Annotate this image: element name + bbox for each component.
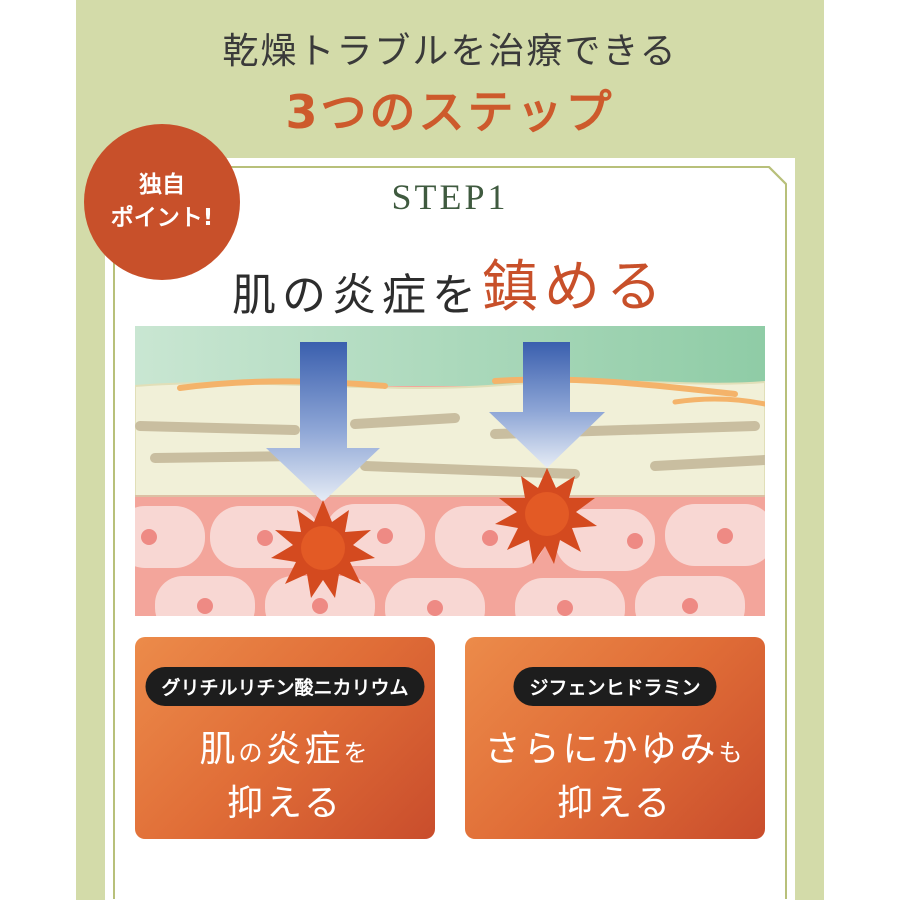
effect-particle: の <box>238 739 266 767</box>
down-arrow-icon <box>266 342 380 502</box>
ingredient-box-glycyrrhizinate: グリチルリチン酸ニカリウム 肌の炎症を 抑える <box>135 637 435 839</box>
effect-line2: 抑える <box>557 783 673 824</box>
effect-word: 肌 <box>199 729 239 770</box>
step-title-part1: 肌の炎症を <box>232 270 482 321</box>
inflammation-burst-icon <box>271 500 375 598</box>
unique-point-badge: 独自 ポイント! <box>84 124 240 280</box>
heading-line2: 3つのステップ <box>285 85 615 139</box>
ingredient-name-pill: グリチルリチン酸ニカリウム <box>145 667 425 706</box>
inflammation-burst-icon <box>495 468 597 564</box>
effect-word: さらにかゆみ <box>484 729 719 770</box>
ingredient-box-diphenhydramine: ジフェンヒドラミン さらにかゆみも 抑える <box>465 637 765 839</box>
heading-line1: 乾燥トラブルを治療できる <box>222 31 678 72</box>
effect-line1: 肌の炎症を <box>135 723 435 777</box>
ingredient-effect: 肌の炎症を 抑える <box>135 723 435 831</box>
badge-line2: ポイント! <box>110 205 214 231</box>
effect-line2: 抑える <box>227 783 343 824</box>
effect-particle: も <box>718 739 746 767</box>
ingredient-effect: さらにかゆみも 抑える <box>465 723 765 831</box>
step-label: STEP1 <box>391 177 509 217</box>
effect-particle: を <box>343 739 371 767</box>
badge-line1: 独自 <box>139 171 185 198</box>
stratum-corneum <box>135 326 765 497</box>
effect-word: 炎症 <box>265 729 344 770</box>
skin-illustration <box>135 326 765 616</box>
step-title-part2: 鎮める <box>482 255 668 320</box>
ingredient-name-pill: ジフェンヒドラミン <box>513 667 717 706</box>
down-arrow-icon <box>489 342 605 468</box>
step-title: 肌の炎症を鎮める <box>105 242 795 323</box>
effect-line1: さらにかゆみも <box>465 723 765 777</box>
